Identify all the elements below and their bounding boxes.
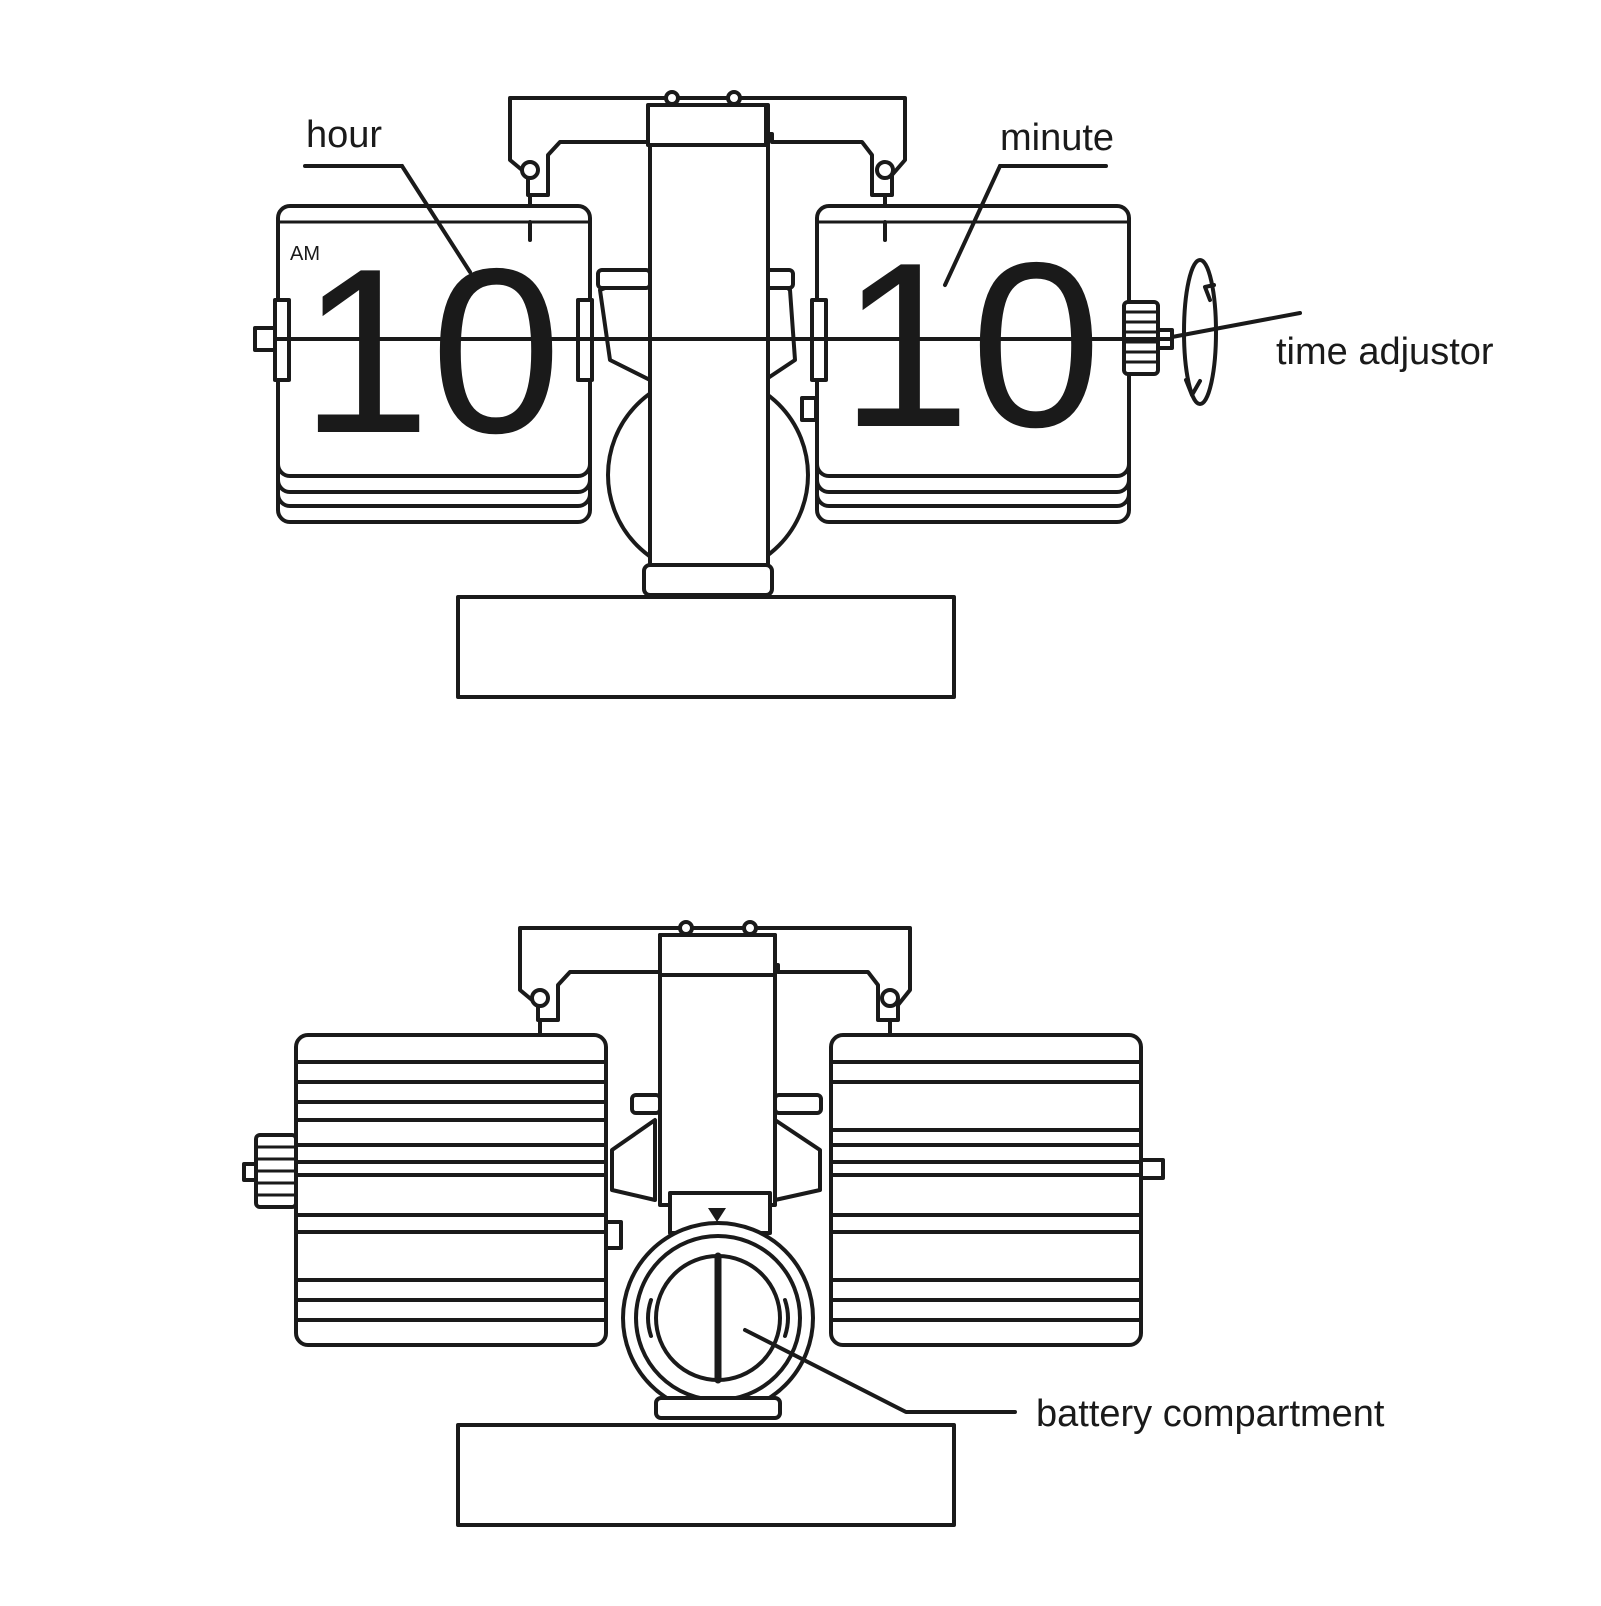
battery-compartment	[621, 1191, 815, 1420]
hour-digits: 10	[300, 219, 561, 482]
hour-label: hour	[306, 114, 382, 156]
front-base	[456, 595, 956, 699]
battery-leader-line	[743, 1328, 1017, 1414]
front-view: 10 10 AM hour minute time adjustor	[253, 90, 1494, 699]
left-flip-stack-back	[242, 1033, 608, 1347]
back-view: battery compartment	[242, 920, 1385, 1527]
time-adjustor-label: time adjustor	[1276, 331, 1494, 373]
right-flip-stack-back	[829, 1033, 1165, 1347]
top-bracket	[508, 90, 907, 242]
minute-label: minute	[1000, 117, 1114, 159]
minute-flip-unit	[810, 204, 1174, 524]
back-base	[456, 1423, 956, 1527]
triangle-marker-icon	[708, 1208, 726, 1222]
rotation-arrow-icon	[1182, 258, 1218, 406]
minute-digits: 10	[840, 213, 1101, 476]
battery-compartment-label: battery compartment	[1036, 1393, 1385, 1435]
am-indicator: AM	[290, 243, 320, 265]
center-column	[596, 103, 818, 597]
leader-lines-front	[303, 164, 1302, 339]
center-column-back	[603, 933, 823, 1250]
